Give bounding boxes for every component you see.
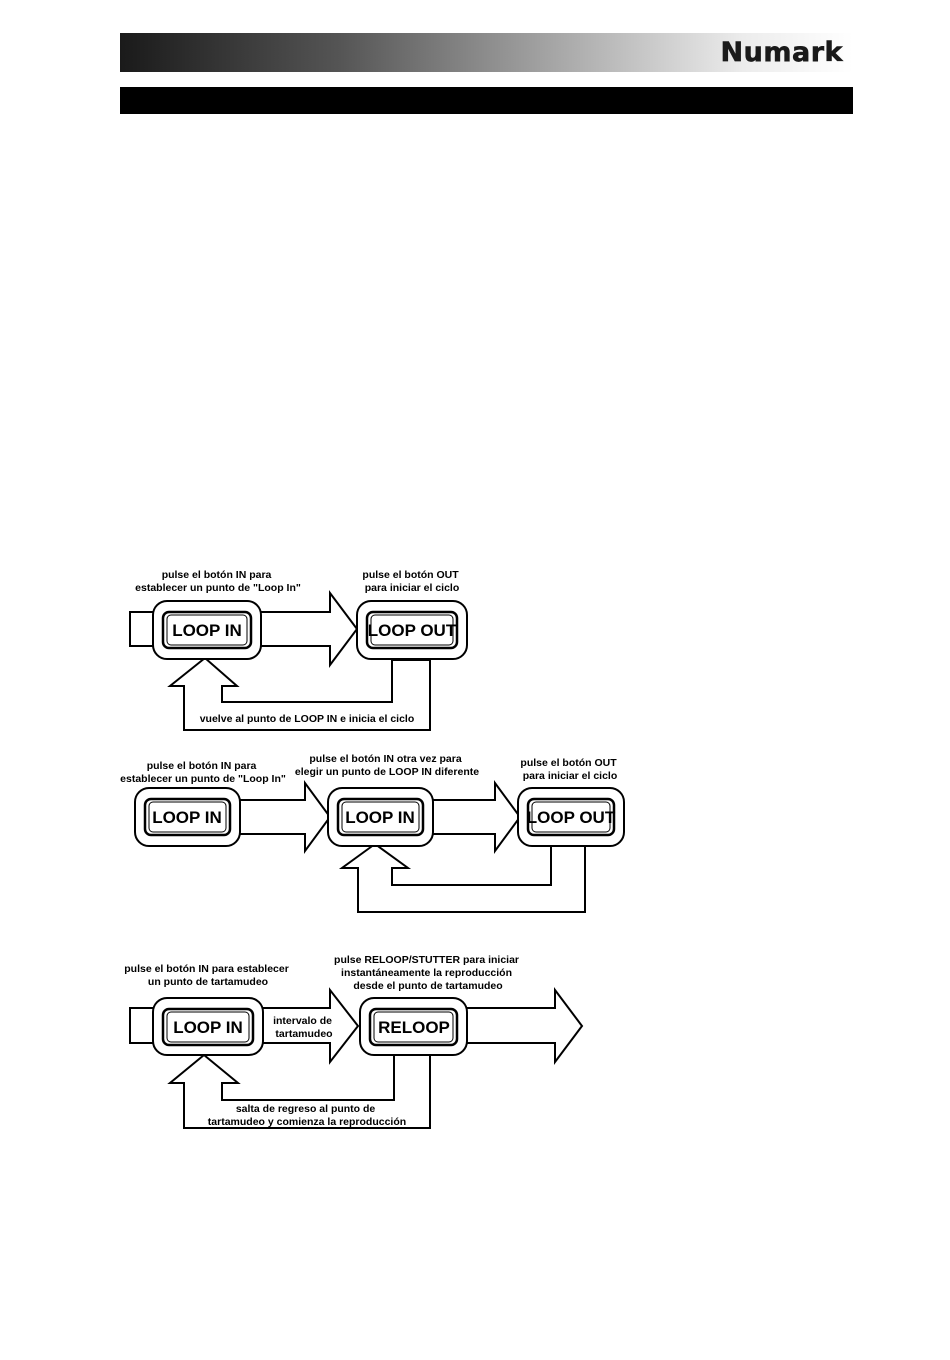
section-title-bar bbox=[120, 87, 853, 114]
label-press-out: pulse el botón OUT para iniciar el ciclo bbox=[520, 757, 619, 782]
label-press-reloop: pulse RELOOP/STUTTER para iniciar instan… bbox=[334, 954, 522, 992]
forward-arrow-2 bbox=[464, 987, 584, 1065]
label-return-loop: vuelve al punto de LOOP IN e inicia el c… bbox=[200, 713, 415, 725]
brand-logo: Numark bbox=[720, 37, 843, 69]
loop-in-button-1: LOOP IN bbox=[134, 787, 241, 847]
loop-in-button-2: LOOP IN bbox=[327, 787, 434, 847]
svg-text:LOOP IN: LOOP IN bbox=[152, 808, 222, 827]
loop-out-button: LOOP OUT bbox=[356, 600, 468, 660]
label-jump-back: salta de regreso al punto de tartamudeo … bbox=[208, 1103, 406, 1128]
label-stutter-interval: intervalo de tartamudeo bbox=[273, 1015, 335, 1040]
label-set-stutter-point: pulse el botón IN para establecer un pun… bbox=[124, 963, 291, 988]
label-set-loop-in: pulse el botón IN para establecer un pun… bbox=[120, 760, 286, 785]
svg-text:LOOP OUT: LOOP OUT bbox=[527, 808, 616, 827]
loop-in-button: LOOP IN bbox=[152, 600, 262, 660]
svg-text:LOOP IN: LOOP IN bbox=[345, 808, 415, 827]
svg-text:LOOP IN: LOOP IN bbox=[173, 1018, 243, 1037]
loop-out-button: LOOP OUT bbox=[517, 787, 625, 847]
forward-arrow-2 bbox=[424, 779, 522, 855]
label-press-in-again: pulse el botón IN otra vez para elegir u… bbox=[295, 753, 479, 778]
loop-in-button: LOOP IN bbox=[152, 997, 264, 1056]
svg-text:LOOP OUT: LOOP OUT bbox=[368, 621, 457, 640]
svg-text:RELOOP: RELOOP bbox=[378, 1018, 450, 1037]
svg-text:LOOP IN: LOOP IN bbox=[172, 621, 242, 640]
forward-arrow-1 bbox=[229, 779, 332, 855]
header-band: Numark bbox=[120, 33, 853, 72]
label-press-out: pulse el botón OUT para iniciar el ciclo bbox=[362, 569, 461, 594]
reloop-button: RELOOP bbox=[359, 997, 468, 1056]
label-set-loop-in: pulse el botón IN para establecer un pun… bbox=[135, 569, 301, 594]
